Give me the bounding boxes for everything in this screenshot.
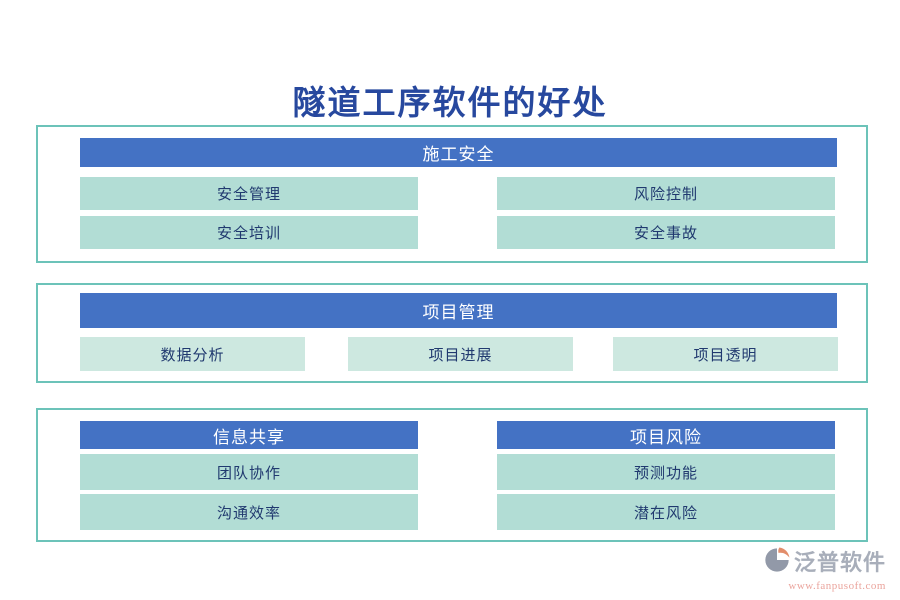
fanpu-logo[interactable]: 泛普软件 www.fanpusoft.com (763, 546, 886, 592)
item-project-progress: 项目进展 (348, 337, 573, 371)
section-header-construction-safety: 施工安全 (80, 138, 837, 167)
fanpu-logo-url[interactable]: www.fanpusoft.com (788, 580, 886, 592)
page-title: 隧道工序软件的好处 (292, 86, 608, 122)
item-project-transparency: 项目透明 (613, 337, 838, 371)
item-data-analysis: 数据分析 (80, 337, 305, 371)
item-potential-risk: 潜在风险 (497, 494, 835, 530)
item-risk-control: 风险控制 (497, 177, 835, 210)
section-header-information-sharing: 信息共享 (80, 421, 418, 449)
fanpu-logo-text: 泛普软件 (793, 549, 886, 575)
section-construction-safety: 施工安全 安全管理 风险控制 安全培训 安全事故 (36, 125, 868, 263)
fanpu-logo-icon (763, 546, 791, 579)
section-project-management: 项目管理 数据分析 项目进展 项目透明 (36, 283, 868, 383)
section-sharing-and-risk: 信息共享 团队协作 沟通效率 项目风险 预测功能 潜在风险 (36, 408, 868, 542)
item-prediction-function: 预测功能 (497, 454, 835, 490)
fanpu-logo-row: 泛普软件 (763, 546, 886, 579)
item-team-collaboration: 团队协作 (80, 454, 418, 490)
item-safety-accident: 安全事故 (497, 216, 835, 249)
item-communication-efficiency: 沟通效率 (80, 494, 418, 530)
item-safety-training: 安全培训 (80, 216, 418, 249)
section-header-project-management: 项目管理 (80, 293, 837, 328)
item-safety-management: 安全管理 (80, 177, 418, 210)
section-header-project-risk: 项目风险 (497, 421, 835, 449)
